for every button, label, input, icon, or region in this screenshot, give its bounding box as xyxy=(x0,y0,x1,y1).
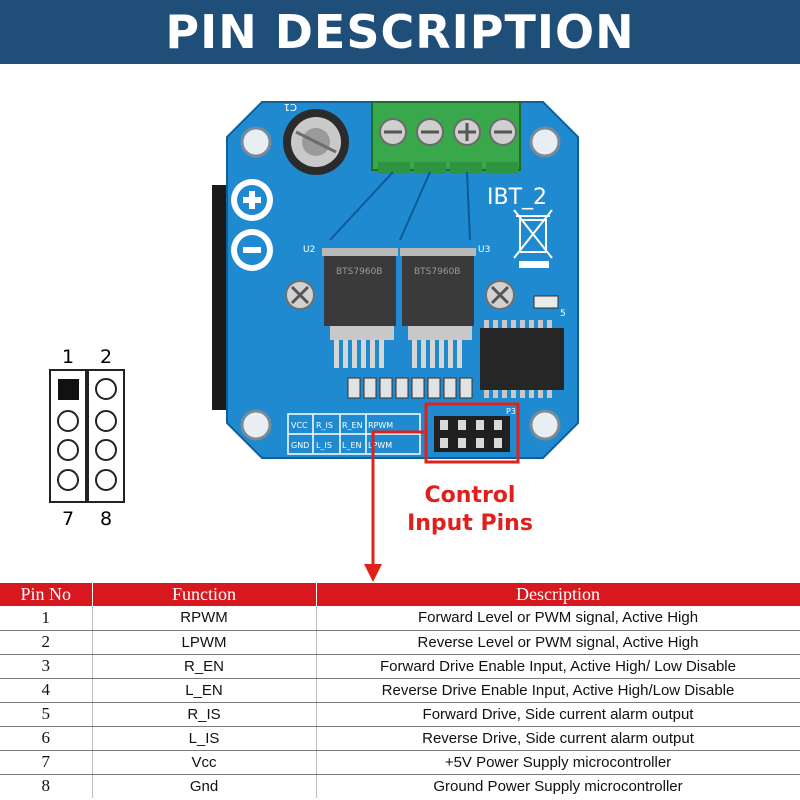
mounting-hole-icon xyxy=(529,126,561,158)
silk-rpwm: RPWM xyxy=(368,421,393,430)
board-name-label: IBT_2 xyxy=(487,185,547,210)
capacitor xyxy=(283,109,349,175)
function-cell: Vcc xyxy=(92,750,317,775)
pin-number-cell: 6 xyxy=(0,726,93,751)
board-figure: C1 IBT_2 xyxy=(0,64,800,584)
screw-terminal xyxy=(371,101,521,174)
weee-bin-icon xyxy=(513,209,553,268)
chip-u3-label: BTS7960B xyxy=(414,267,460,277)
silkscreen-signal-labels: VCC R_IS R_EN RPWM GND L_IS L_EN LPWM xyxy=(287,413,421,455)
silk-lpwm: LPWM xyxy=(368,441,392,450)
board-edge xyxy=(212,185,226,410)
pin-number-cell: 2 xyxy=(0,630,93,655)
pin-number-cell: 5 xyxy=(0,702,93,727)
silk-vcc: VCC xyxy=(291,421,308,430)
logic-ic xyxy=(480,320,564,398)
control-input-pins-callout: Control Input Pins xyxy=(400,482,540,538)
table-row: 6 L_IS Reverse Drive, Side current alarm… xyxy=(0,726,800,751)
header-pin-7-label: 7 xyxy=(62,508,75,530)
screw-icon xyxy=(485,280,515,310)
table-row: 1 RPWM Forward Level or PWM signal, Acti… xyxy=(0,606,800,631)
pin-number-cell: 7 xyxy=(0,750,93,775)
header-pin-2-label: 2 xyxy=(100,346,113,368)
column-header-description: Description xyxy=(316,583,800,606)
column-header-function: Function xyxy=(92,583,317,606)
silk-l-en: L_EN xyxy=(342,441,362,450)
table-row: 4 L_EN Reverse Drive Enable Input, Activ… xyxy=(0,678,800,703)
page-title: PIN DESCRIPTION xyxy=(165,5,635,59)
silk-gnd: GND xyxy=(291,441,309,450)
description-cell: Ground Power Supply microcontroller xyxy=(316,774,800,798)
r5-label: 5 xyxy=(560,309,566,319)
function-cell: RPWM xyxy=(92,606,317,631)
smd-part xyxy=(533,295,559,309)
silk-l-is: L_IS xyxy=(316,441,332,450)
function-cell: L_EN xyxy=(92,678,317,703)
function-cell: R_IS xyxy=(92,702,317,727)
table-row: 5 R_IS Forward Drive, Side current alarm… xyxy=(0,702,800,727)
column-header-pin-no: Pin No xyxy=(0,583,93,606)
u3-label: U3 xyxy=(478,245,490,255)
description-cell: Reverse Level or PWM signal, Active High xyxy=(316,630,800,655)
screw-icon xyxy=(285,280,315,310)
function-cell: Gnd xyxy=(92,774,317,798)
board-traces xyxy=(329,171,471,241)
pin-1-square-icon xyxy=(58,379,79,400)
p3-label: P3 xyxy=(506,407,516,416)
mounting-hole-icon xyxy=(240,409,272,441)
pin-number-cell: 8 xyxy=(0,774,93,798)
minus-icon xyxy=(231,229,273,271)
description-cell: Forward Drive Enable Input, Active High/… xyxy=(316,654,800,679)
description-cell: +5V Power Supply microcontroller xyxy=(316,750,800,775)
description-cell: Reverse Drive Enable Input, Active High/… xyxy=(316,678,800,703)
header-pin-8-label: 8 xyxy=(100,508,113,530)
header-pin-1-label: 1 xyxy=(62,346,75,368)
chip-u3 xyxy=(400,248,476,368)
callout-line-1: Control xyxy=(424,483,516,508)
table-row: 8 Gnd Ground Power Supply microcontrolle… xyxy=(0,774,800,798)
pin-number-cell: 3 xyxy=(0,654,93,679)
title-banner: PIN DESCRIPTION xyxy=(0,0,800,64)
table-header-row: Pin No Function Description xyxy=(0,583,800,606)
function-cell: R_EN xyxy=(92,654,317,679)
mounting-hole-icon xyxy=(240,126,272,158)
mounting-hole-icon xyxy=(529,409,561,441)
pin-description-table: Pin No Function Description 1 RPWM Forwa… xyxy=(0,583,800,798)
u2-label: U2 xyxy=(303,245,315,255)
table-row: 2 LPWM Reverse Level or PWM signal, Acti… xyxy=(0,630,800,655)
pin-number-cell: 1 xyxy=(0,606,93,631)
board-illustration: C1 IBT_2 xyxy=(49,101,579,582)
table-row: 3 R_EN Forward Drive Enable Input, Activ… xyxy=(0,654,800,679)
chip-u2-label: BTS7960B xyxy=(336,267,382,277)
callout-line-2: Input Pins xyxy=(407,511,533,536)
function-cell: LPWM xyxy=(92,630,317,655)
chip-u2 xyxy=(322,248,398,368)
c1-label: C1 xyxy=(284,101,297,112)
mounting-holes xyxy=(240,126,561,441)
resistor-row xyxy=(347,377,473,399)
description-cell: Forward Level or PWM signal, Active High xyxy=(316,606,800,631)
header-pinout-diagram xyxy=(49,369,125,503)
plus-icon xyxy=(231,179,273,221)
arrow-down-icon xyxy=(364,430,426,582)
silk-r-en: R_EN xyxy=(342,421,363,430)
function-cell: L_IS xyxy=(92,726,317,751)
description-cell: Forward Drive, Side current alarm output xyxy=(316,702,800,727)
table-row: 7 Vcc +5V Power Supply microcontroller xyxy=(0,750,800,775)
pin-number-cell: 4 xyxy=(0,678,93,703)
description-cell: Reverse Drive, Side current alarm output xyxy=(316,726,800,751)
silk-r-is: R_IS xyxy=(316,421,333,430)
board-pin-header xyxy=(434,416,510,452)
